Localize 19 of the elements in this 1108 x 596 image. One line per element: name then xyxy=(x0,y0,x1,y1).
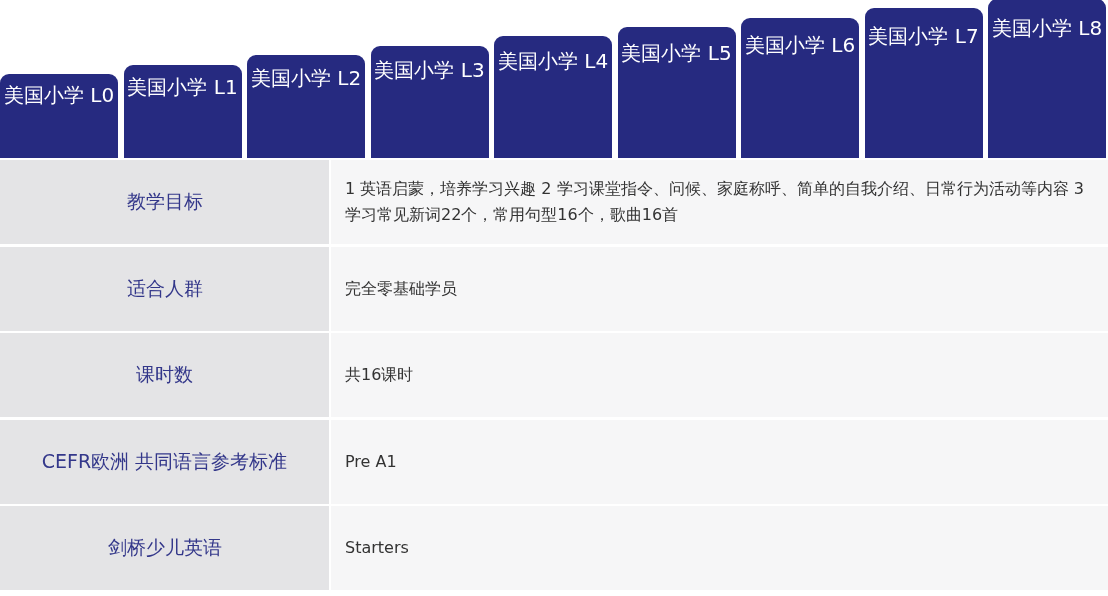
level-tab: 美国小学 L2 xyxy=(247,55,365,158)
row-header-cell: 教学目标 xyxy=(0,160,329,244)
level-tab: 美国小学 L4 xyxy=(494,36,612,158)
table-cell: Pre A1 xyxy=(331,419,1108,504)
row-header-cell: 剑桥少儿英语 xyxy=(0,506,329,590)
level-tab: 美国小学 L0 xyxy=(0,74,118,158)
level-tab: 美国小学 L8 xyxy=(988,0,1106,158)
table-cell: 1 英语启蒙，培养学习兴趣 2 学习课堂指令、问候、家庭称呼、简单的自我介绍、日常行为活动等内容 3 学习常见新词22个，常用句型16个，歌曲16首 xyxy=(331,160,1108,244)
row-header-cell: 适合人群 xyxy=(0,246,329,331)
level-tab: 美国小学 L5 xyxy=(617,27,736,158)
level-tab: 美国小学 L1 xyxy=(123,64,242,158)
level-tab: 美国小学 L3 xyxy=(370,45,489,158)
level-tab: 美国小学 L6 xyxy=(741,17,859,158)
row-header-cell: CEFR欧洲 共同语言参考标准 xyxy=(0,419,329,504)
level-tab: 美国小学 L7 xyxy=(864,8,983,158)
table-cell: 完全零基础学员 xyxy=(331,246,1108,331)
row-header-cell: 课时数 xyxy=(0,333,329,417)
table-cell: 共16课时 xyxy=(331,333,1108,417)
table-cell: Starters xyxy=(331,506,1108,590)
